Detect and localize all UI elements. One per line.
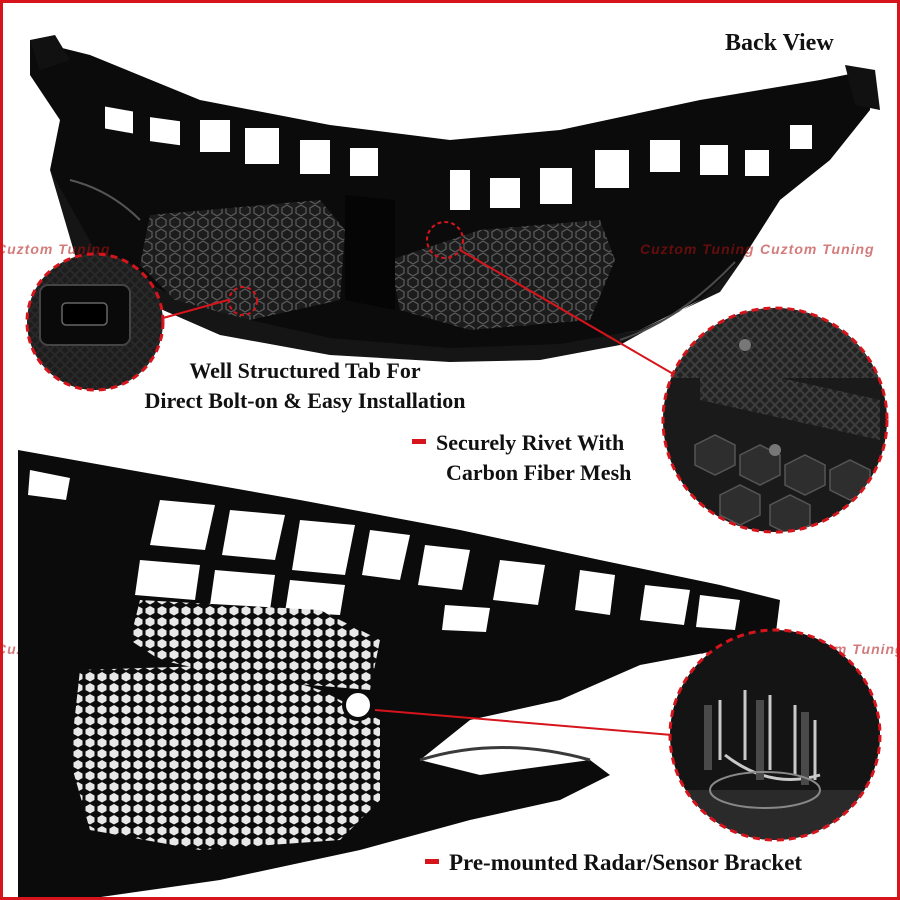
callout-bracket bbox=[374, 628, 882, 842]
bracket-caption: Pre-mounted Radar/Sensor Bracket bbox=[425, 850, 802, 876]
rivet-caption: Securely Rivet With Carbon Fiber Mesh bbox=[412, 428, 631, 488]
angled-grille bbox=[18, 450, 780, 900]
rivet-caption-line2: Carbon Fiber Mesh bbox=[446, 460, 632, 485]
rivet-caption-line1: Securely Rivet With bbox=[412, 428, 631, 458]
watermark-text: Cuztom Tuning bbox=[640, 241, 755, 257]
back-view-label: Back View bbox=[725, 30, 834, 56]
back-view-grille bbox=[30, 35, 880, 362]
callout-tab bbox=[25, 252, 258, 392]
red-bullet bbox=[412, 439, 426, 445]
tab-caption-line2: Direct Bolt-on & Easy Installation bbox=[144, 388, 466, 413]
tab-caption: Well Structured Tab For Direct Bolt-on &… bbox=[115, 356, 495, 416]
rivet-caption-text: Securely Rivet With bbox=[436, 430, 625, 455]
watermark-text: Cuztom Tuning bbox=[760, 241, 875, 257]
red-bullet bbox=[425, 859, 439, 865]
bracket-caption-text: Pre-mounted Radar/Sensor Bracket bbox=[449, 850, 803, 875]
watermark-text: Cuztom Tuning bbox=[0, 241, 111, 257]
tab-caption-line1: Well Structured Tab For bbox=[189, 358, 421, 383]
